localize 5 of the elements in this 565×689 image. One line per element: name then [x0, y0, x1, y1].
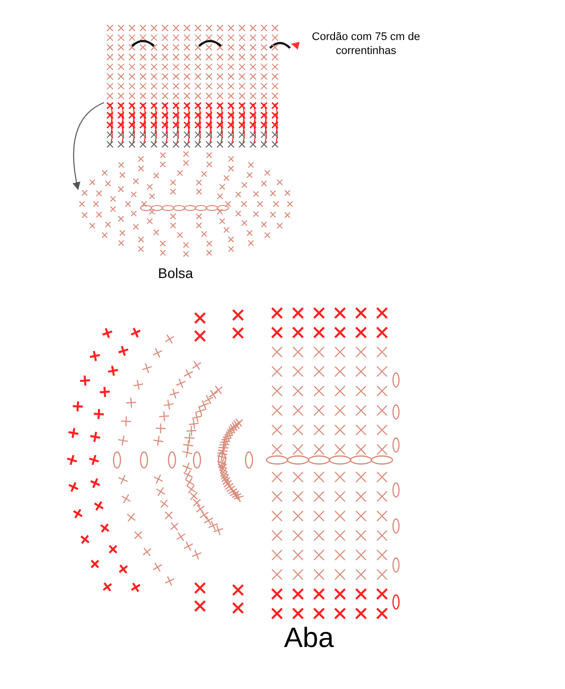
callout-text: Cordão com 75 cm de correntinhas — [296, 30, 436, 62]
caption-text: Aba — [284, 622, 334, 654]
curved-arrow — [72, 102, 104, 190]
leader-line — [291, 42, 300, 50]
caption-text: Bolsa — [158, 265, 194, 281]
